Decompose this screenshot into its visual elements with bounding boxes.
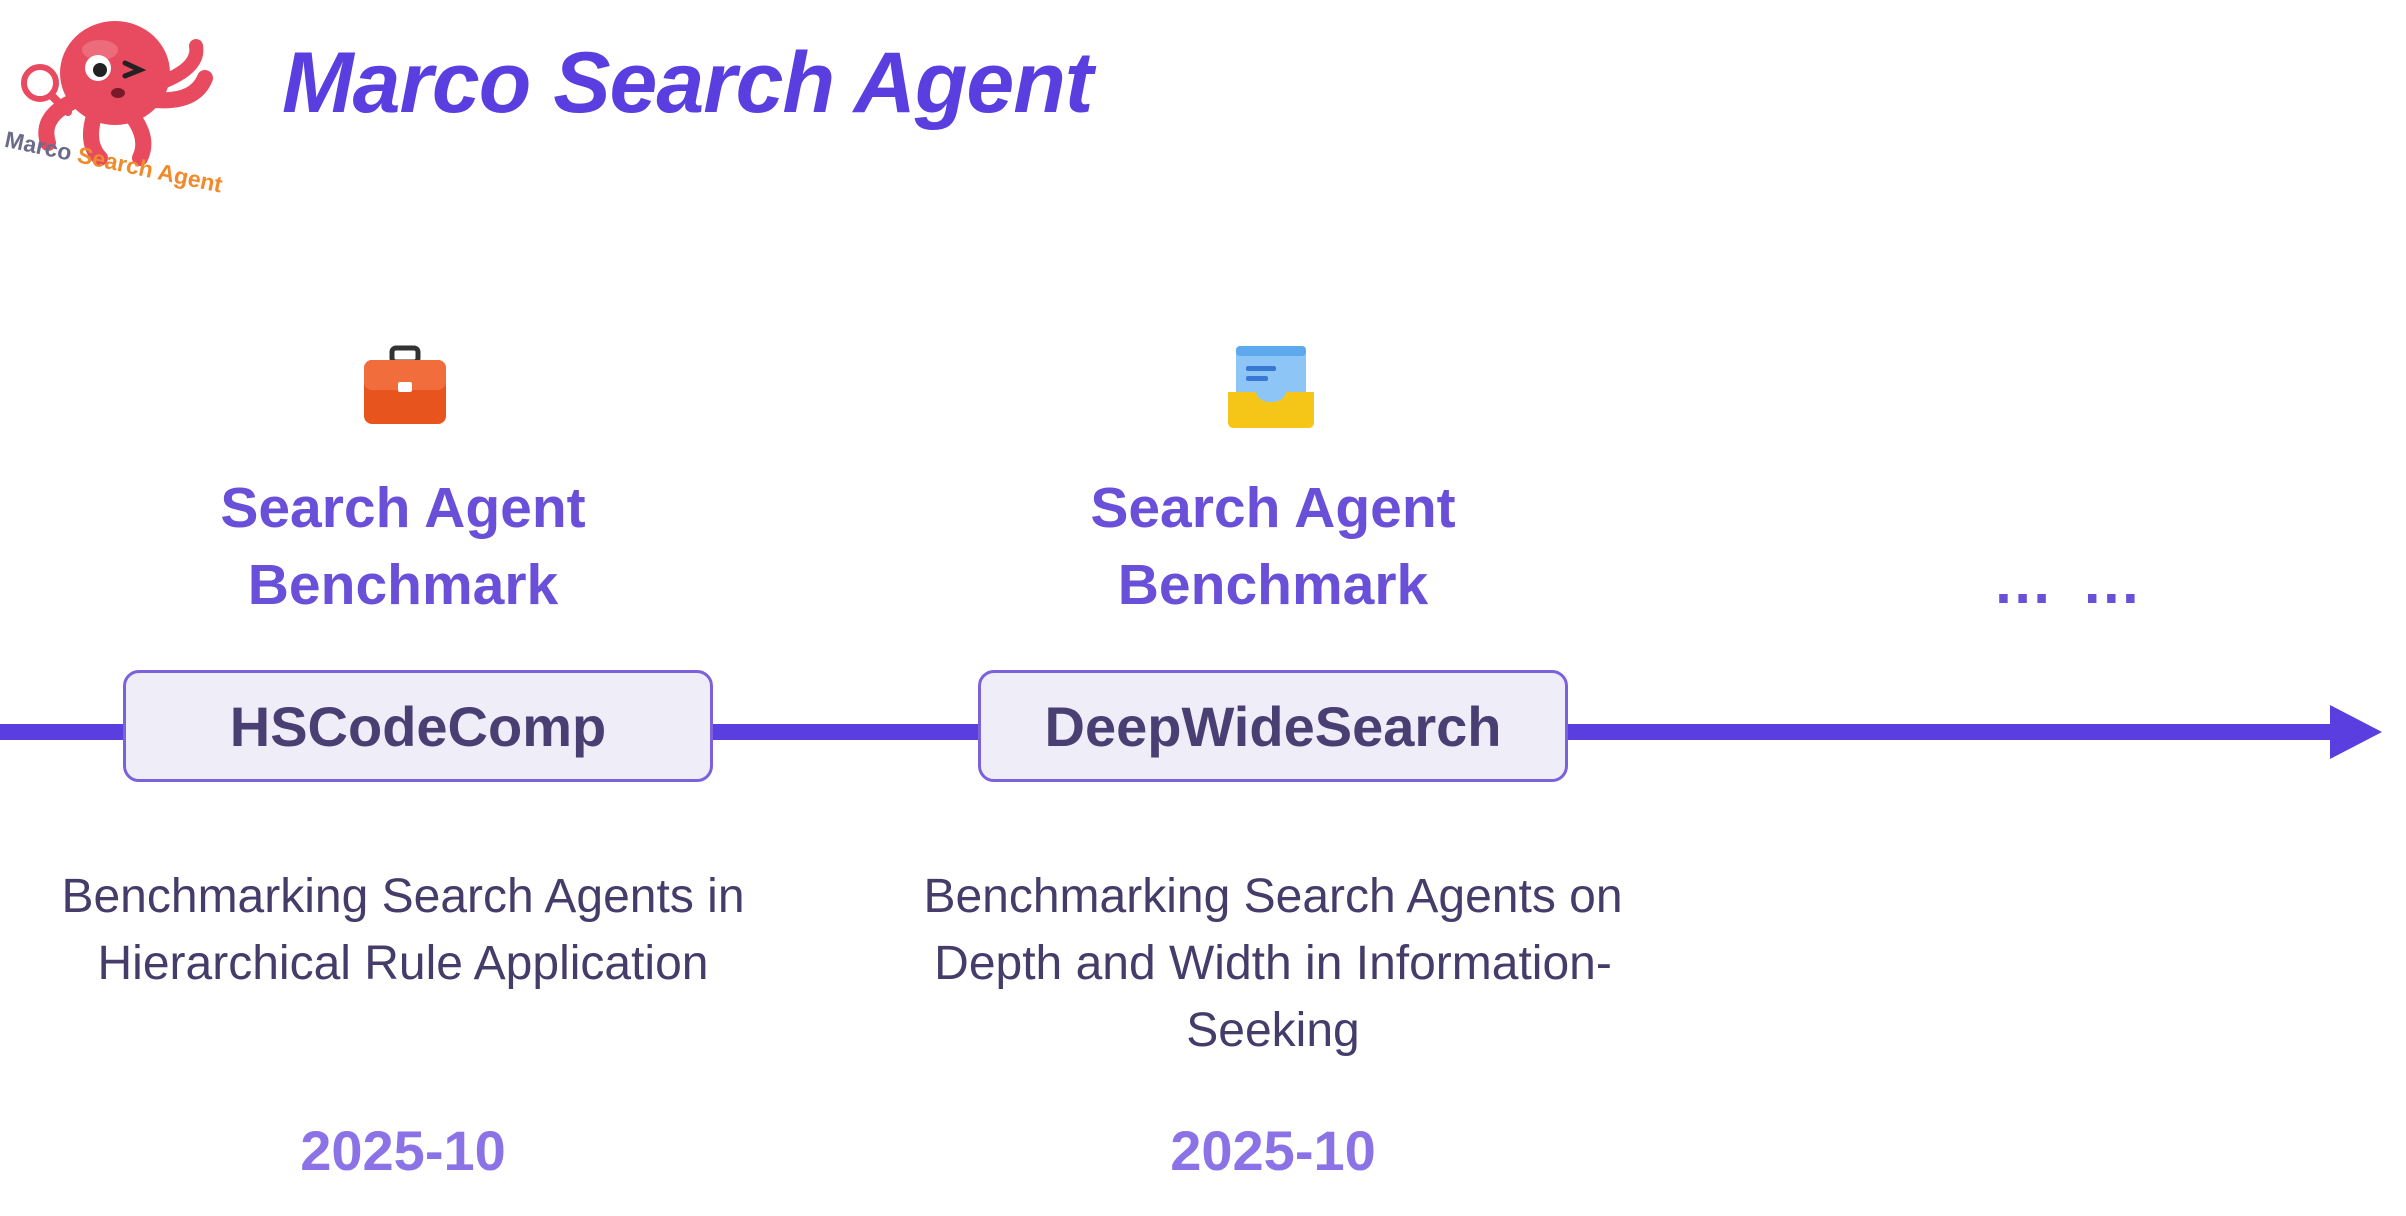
event-category: Search Agent Benchmark	[220, 476, 586, 617]
briefcase-icon	[360, 342, 450, 432]
octopus-logo-icon	[21, 21, 213, 166]
page-title: Marco Search Agent	[282, 35, 1093, 131]
event-name-box: HSCodeComp	[123, 670, 713, 782]
event-description: Benchmarking Search Agents in Hierarchic…	[61, 870, 745, 990]
timeline-continuation: … …	[1992, 549, 2148, 616]
logo: Marco Search Agent	[0, 8, 250, 197]
event-category: Search Agent Benchmark	[1090, 476, 1456, 617]
timeline-arrowhead	[2330, 705, 2382, 759]
event-name-box: DeepWideSearch	[978, 670, 1568, 782]
inbox-document-icon	[1226, 340, 1316, 430]
event-date: 2025-10	[1170, 1119, 1376, 1182]
event-date: 2025-10	[300, 1119, 506, 1182]
event-description: Benchmarking Search Agents on Depth and …	[923, 870, 1623, 1057]
